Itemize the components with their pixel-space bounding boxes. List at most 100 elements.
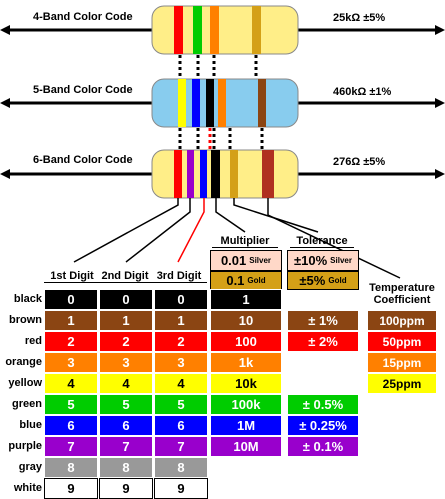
multiplier-cell-green: 100k [210,394,282,415]
band-4-3 [210,6,219,54]
resistor-6band-value: 276Ω ±5% [333,156,386,168]
band-5-4 [218,79,226,127]
digit3-cell-blue: 6 [154,415,208,436]
band-6-4 [211,150,220,198]
resistor-6band-title: 6-Band Color Code [33,154,133,166]
row-label-yellow: yellow [8,377,42,389]
header-multiplier: Multiplier [212,235,278,248]
digit2-cell-blue: 6 [99,415,153,436]
row-label-gray: gray [18,461,42,473]
resistor-6band-body-waist [184,155,266,193]
multiplier-cell-black: 1 [210,289,282,310]
multiplier-cell-blue: 1M [210,415,282,436]
digit1-cell-green: 5 [44,394,98,415]
tolerance-silver-cell: ±10%Silver [287,250,359,271]
digit2-cell-green: 5 [99,394,153,415]
digit2-cell-white: 9 [99,478,153,499]
tolerance-gold-value: ±5% [299,273,326,288]
band-5-3 [206,79,214,127]
band-6-2 [187,150,194,198]
digit2-cell-purple: 7 [99,436,153,457]
multiplier-cell-purple: 10M [210,436,282,457]
row-label-blue: blue [19,419,42,431]
digit3-cell-black: 0 [154,289,208,310]
multiplier-cell-yellow: 10k [210,373,282,394]
digit2-cell-red: 2 [99,331,153,352]
resistor-5band-title: 5-Band Color Code [33,84,133,96]
resistor-color-code-diagram: 4-Band Color Code 25kΩ ±5% 5-Band Color … [0,5,445,499]
lead-arrow-right-3 [435,169,445,179]
digit1-cell-blue: 6 [44,415,98,436]
tempco-cell-yellow: 25ppm [367,373,437,394]
digit2-cell-gray: 8 [99,457,153,478]
header-1st-digit: 1st Digit [44,270,100,283]
digit2-cell-black: 0 [99,289,153,310]
tempco-cell-brown: 100ppm [367,310,437,331]
band-4-1 [174,6,183,54]
band-4-2 [193,6,202,54]
lead-arrow-left-2 [0,98,10,108]
band-6-5 [230,150,238,198]
digit3-cell-green: 5 [154,394,208,415]
tolerance-cell-purple: ± 0.1% [287,436,359,457]
digit1-cell-yellow: 4 [44,373,98,394]
band-5-2 [192,79,200,127]
tempco-cell-orange: 15ppm [367,352,437,373]
digit3-cell-red: 2 [154,331,208,352]
tolerance-cell-red: ± 2% [287,331,359,352]
pointer-line-1 [73,198,179,263]
header-tempco-line2: Coefficient [373,294,431,306]
digit3-cell-yellow: 4 [154,373,208,394]
diagram-canvas [0,5,445,279]
pointer-line-4 [215,198,246,233]
resistor-4band-value: 25kΩ ±5% [333,12,386,24]
band-6-3 [200,150,207,198]
header-tempco-line1: Temperature [369,282,435,294]
row-label-red: red [24,335,42,347]
digit1-cell-red: 2 [44,331,98,352]
digit2-cell-brown: 1 [99,310,153,331]
tolerance-gold-label: Gold [328,276,347,285]
multiplier-cell-orange: 1k [210,352,282,373]
digit3-cell-brown: 1 [154,310,208,331]
digit1-cell-purple: 7 [44,436,98,457]
tolerance-silver-label: Silver [330,256,352,265]
resistor-5band-value: 460kΩ ±1% [333,86,392,98]
pointer-line-3 [177,198,205,263]
row-label-black: black [13,293,42,305]
digit1-cell-brown: 1 [44,310,98,331]
tempco-cell-red: 50ppm [367,331,437,352]
row-label-purple: purple [8,440,42,452]
tolerance-cell-blue: ± 0.25% [287,415,359,436]
digit1-cell-white: 9 [44,478,98,499]
band-6-6 [262,150,274,198]
header-temperature-coefficient: Temperature Coefficient [364,282,440,306]
band-5-5 [258,79,266,127]
lead-arrow-left-3 [0,169,10,179]
pointer-line-2 [125,198,191,263]
row-label-white: white [13,482,42,494]
multiplier-silver-label: Silver [249,256,272,265]
header-3rd-digit: 3rd Digit [151,270,207,283]
row-label-brown: brown [9,314,42,326]
header-2nd-digit: 2nd Digit [97,270,153,283]
multiplier-gold-label: Gold [247,276,266,285]
pointer-line-5 [233,198,319,233]
digit2-cell-yellow: 4 [99,373,153,394]
multiplier-silver-value: 0.01 [220,253,247,268]
multiplier-cell-brown: 10 [210,310,282,331]
digit3-cell-purple: 7 [154,436,208,457]
tolerance-cell-brown: ± 1% [287,310,359,331]
row-label-green: green [12,398,42,410]
lead-arrow-right-2 [435,98,445,108]
row-label-orange: orange [5,356,42,368]
digit3-cell-white: 9 [154,478,208,499]
band-4-4 [252,6,261,54]
header-tolerance: Tolerance [290,235,354,248]
band-6-1 [174,150,182,198]
band-5-1 [178,79,186,127]
digit1-cell-gray: 8 [44,457,98,478]
multiplier-gold-value: 0.1 [226,273,245,288]
